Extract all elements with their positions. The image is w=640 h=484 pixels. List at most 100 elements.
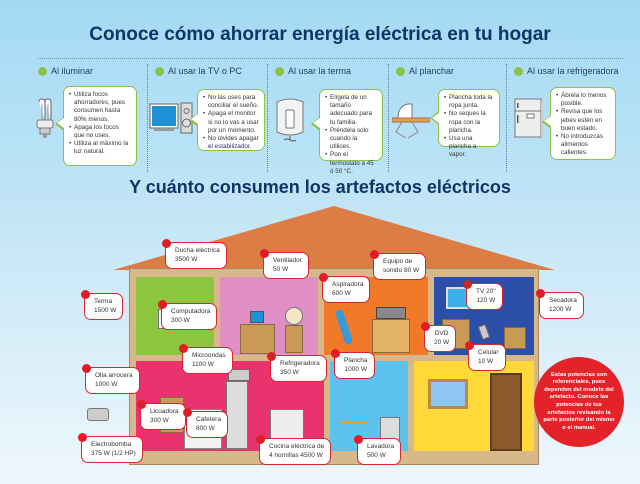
appliance-name: Lavadora (367, 443, 395, 450)
tip-ironing: Al planchar Plancha toda la ropa junta. … (388, 62, 506, 172)
appliance-power: 300 W (150, 416, 169, 424)
refrigerator-icon (226, 381, 248, 449)
dryer-stand (504, 327, 526, 349)
bullet-dot-icon (396, 66, 405, 76)
appliance-power: 10 W (478, 357, 494, 365)
page-title: Conoce cómo ahorrar energía eléctrica en… (89, 24, 551, 45)
appliance-name: Computadora (171, 308, 211, 315)
appliance-name: Electrobomba (91, 441, 132, 448)
bullet-dot-icon (38, 66, 47, 76)
appliance-name: Licuadora (150, 408, 179, 415)
cabinet (372, 319, 410, 353)
divider (267, 64, 268, 172)
tip-heading-text: Al planchar (409, 66, 455, 76)
tip-item: Utiliza focos ahorradores, pues consumen… (69, 91, 131, 124)
appliance-power: 1500 W (94, 306, 117, 314)
appliance-name: Cocina eléctrica de (269, 443, 325, 450)
appliance-power: 500 W (367, 451, 386, 459)
divider (147, 64, 148, 172)
bullet-dot-icon (275, 66, 284, 76)
door-icon (490, 373, 522, 451)
tip-item: Apaga el monitor si no lo vas a usar por… (203, 110, 259, 135)
label-tv: TV 20"120 W (463, 280, 503, 310)
tip-item: Apaga los focos que no uses. (69, 124, 131, 140)
appliance-name: Terma (94, 298, 113, 305)
light-bulb-icon (36, 98, 54, 138)
tip-heading-text: Al usar la refrigeradora (527, 66, 619, 76)
tip-heading: Al usar la terma (275, 66, 351, 76)
tip-item: Elígela de un tamaño adecuado para tu fa… (325, 94, 377, 127)
tip-heading: Al planchar (396, 66, 454, 76)
appliance-power: 120 W (476, 296, 496, 304)
stand (285, 325, 303, 353)
tip-item: Revisa que los jebes estén en buen estad… (556, 108, 610, 133)
appliance-name: Ducha eléctrica (175, 247, 220, 254)
tip-heading-text: Al usar la terma (288, 66, 352, 76)
appliance-power: sonido 80 W (383, 266, 420, 274)
desk (240, 324, 275, 354)
appliance-power: 600 W (332, 289, 351, 297)
microwave-icon (228, 369, 250, 381)
tip-bubble: Elígela de un tamaño adecuado para tu fa… (311, 89, 383, 175)
section-title: Y cuánto consumen los artefactos eléctri… (129, 177, 511, 197)
water-pump-icon (87, 408, 109, 421)
divider (38, 58, 623, 59)
appliance-name: Celular (478, 349, 499, 356)
appliance-name: Equipo de (383, 258, 413, 265)
appliance-power: 350 W (280, 368, 299, 376)
divider (506, 64, 507, 172)
appliance-power: 1000 W (95, 380, 118, 388)
tip-item: Ábrela lo menos posible. (556, 92, 610, 108)
tip-item: Usa una plancha a vapor. (444, 135, 494, 160)
appliance-power: 3500 W (175, 255, 198, 263)
appliance-name: TV 20" (476, 288, 496, 295)
divider (388, 64, 389, 172)
tip-water-heater: Al usar la terma Elígela de un tamaño ad… (267, 62, 388, 175)
tip-lighting: Al iluminar Utiliza focos ahorradores, p… (30, 62, 147, 172)
tip-item: No las uses para conciliar el sueño. (203, 94, 259, 110)
appliance-power: 1200 W (549, 305, 572, 313)
stereo-icon (376, 307, 406, 319)
appliance-power: 20 W (434, 338, 450, 346)
tip-item: No seques la ropa con la plancha. (444, 110, 494, 135)
tip-heading: Al iluminar (38, 66, 93, 76)
water-heater-icon (276, 98, 304, 142)
appliance-name: Plancha (344, 357, 368, 364)
tip-heading: Al usar la refrigeradora (514, 66, 619, 76)
appliance-name: Secadora (549, 297, 577, 304)
tip-item: No olvides apagar el estabilizador. (203, 135, 259, 151)
iron-icon (392, 103, 430, 139)
appliance-name: Refrigeradora (280, 360, 320, 367)
appliance-name: Ventilador (273, 257, 302, 264)
tip-heading-text: Al usar la TV o PC (168, 66, 242, 76)
appliance-name: Olla arrocera (95, 372, 133, 379)
tip-bubble: Ábrela lo menos posible. Revisa que los … (542, 87, 616, 160)
appliance-name: Microondas (192, 352, 226, 359)
tip-tv-pc: Al usar la TV o PC No las uses para conc… (147, 62, 267, 172)
tip-item: Utiliza al máximo la luz natural. (69, 140, 131, 156)
tip-bubble: Plancha toda la ropa junta. No seques la… (430, 89, 500, 158)
refrigerator-icon (514, 98, 543, 138)
appliance-power: 300 W (171, 316, 190, 324)
tip-item: Pon el termostato a 45 ó 50 °C. (325, 151, 377, 176)
appliance-power: 1000 W (344, 365, 367, 373)
disclaimer-text: Estas potencias son referenciales, pues … (543, 371, 615, 431)
bullet-dot-icon (155, 66, 164, 76)
fan-icon (285, 307, 303, 325)
tip-bubble: No las uses para conciliar el sueño. Apa… (189, 89, 265, 151)
appliance-power: 50 W (273, 265, 289, 273)
